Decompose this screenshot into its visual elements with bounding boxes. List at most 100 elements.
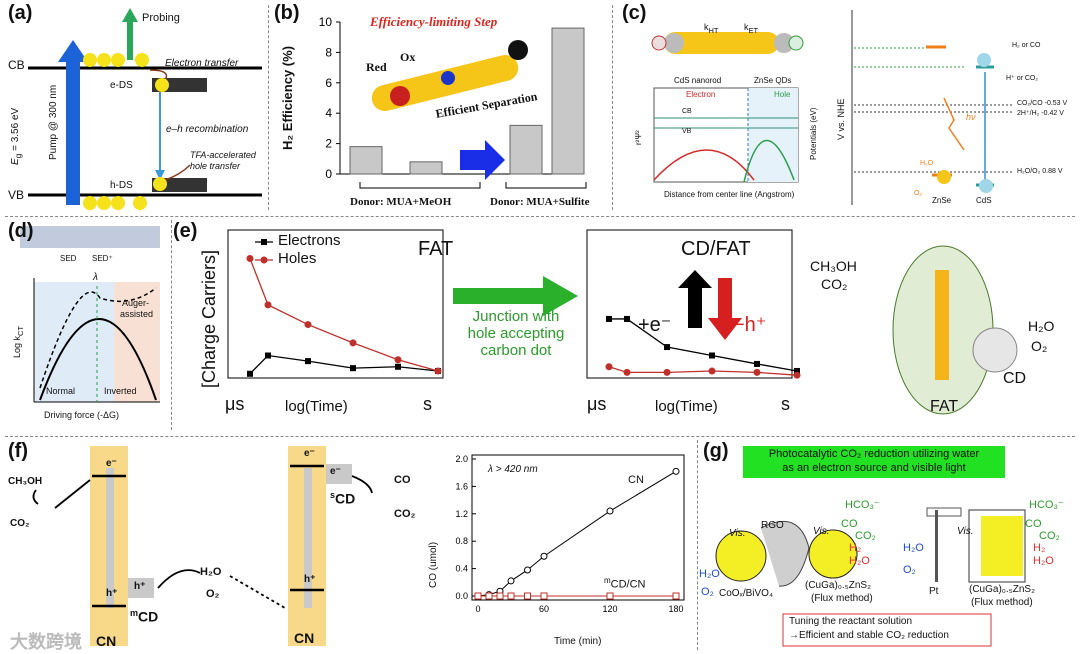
f-ytick-label: 0.8 xyxy=(455,536,468,546)
e-right-hole-point xyxy=(663,368,671,376)
donor2-label: Donor: MUA+Sulfite xyxy=(490,196,590,208)
e-left-electron-point xyxy=(247,370,253,377)
panel-d-label: (d) xyxy=(8,220,34,242)
mcdcn-series-label: mCD/CN xyxy=(604,576,646,591)
f-xlabel: Time (min) xyxy=(554,636,602,647)
probing-arrow-shaft xyxy=(127,20,133,60)
probing-arrow-head xyxy=(122,8,138,22)
hole-transfer-arrow xyxy=(164,164,191,181)
scd-label: sCD xyxy=(330,490,356,507)
f-series-1-line xyxy=(477,470,677,597)
kht-label: kHT xyxy=(704,22,719,35)
e-right-electron-point xyxy=(754,360,760,367)
panel-b-label: (b) xyxy=(274,2,300,24)
probing-label: Probing xyxy=(142,12,180,24)
f-mcdcn-point xyxy=(672,592,680,600)
vb-label: VB xyxy=(8,188,25,202)
h2o-g-label-2: H₂O xyxy=(1033,555,1054,567)
hco3-label-1: HCO₃⁻ xyxy=(845,499,880,511)
electron-dots xyxy=(83,53,169,92)
mus-left: μs xyxy=(225,394,245,414)
e-left-electron-point xyxy=(305,358,311,365)
panel-g-diagram xyxy=(715,446,1026,647)
b-ytick-label: 4 xyxy=(325,106,332,120)
pump-label: Pump @ 300 nm xyxy=(48,84,59,160)
inverted-label: Inverted xyxy=(104,386,137,396)
e-left-hole-point xyxy=(349,339,357,347)
mus-right: μs xyxy=(587,394,607,414)
tfa-label-2: hole transfer xyxy=(190,161,241,171)
eg-label: Eg = 3.56 eV xyxy=(10,107,23,165)
cn-series-label: CN xyxy=(628,474,644,486)
e-left-electron-point xyxy=(265,352,271,359)
b-ytick-label: 2 xyxy=(325,137,332,151)
panel-d-diagram xyxy=(20,226,160,403)
cd-particle xyxy=(972,327,1018,373)
minus-h-arrow xyxy=(708,278,742,340)
hco3-label-2: HCO₃⁻ xyxy=(1029,499,1064,511)
fat-excitation-bar xyxy=(935,270,949,380)
cuga-label-1: (CuGa)₀.₅ZnS₂ xyxy=(805,580,871,591)
eds-label: e-DS xyxy=(110,80,133,91)
sedp-label: SED⁺ xyxy=(92,254,113,263)
e-left-electron-point xyxy=(350,365,356,372)
rgo-sheet xyxy=(760,520,810,587)
znse-label: ZnSe xyxy=(932,196,952,205)
e-right-hole-point xyxy=(753,368,761,376)
co2-g-label-2: CO₂ xyxy=(1039,530,1060,542)
ch3oh-f-label: CH₃OH xyxy=(8,476,43,487)
co-g-label-2: CO xyxy=(1025,518,1042,530)
b-bracket-2 xyxy=(505,182,587,189)
hole-curve xyxy=(743,139,795,183)
b-ytick-label: 0 xyxy=(325,167,332,181)
co2-f-label-2: CO₂ xyxy=(394,508,416,520)
normal-label: Normal xyxy=(46,386,76,396)
panel-e-charts xyxy=(227,229,1018,415)
panel-f-label: (f) xyxy=(8,440,28,462)
fat-title: FAT xyxy=(418,238,454,260)
e-right-hole-point xyxy=(708,367,716,375)
limiting-step-label: Efficiency-limiting Step xyxy=(370,14,498,29)
e-left-hole-point xyxy=(304,321,312,329)
f-ytick-label: 0.4 xyxy=(455,564,468,574)
b-transition-arrow xyxy=(460,140,505,180)
electrode-box xyxy=(968,509,1026,583)
panel-a: (a) CB VB Probing Electron transfer e-DS… xyxy=(0,0,268,215)
cn-e-left: e⁻ xyxy=(106,458,117,469)
g-banner xyxy=(743,446,1005,478)
co2-e-label: CO₂ xyxy=(821,276,848,292)
b-bar-1 xyxy=(349,146,383,175)
h2-or-co-label: H₂ or CO xyxy=(1012,42,1041,49)
hole-sphere xyxy=(651,35,667,51)
f-ytick-label: 0.0 xyxy=(455,591,468,601)
f-mcdcn-point xyxy=(507,592,515,600)
f-mcdcn-point xyxy=(474,592,482,600)
e-right-hole-point xyxy=(605,363,613,371)
f-mcdcn-point xyxy=(540,592,548,600)
sed-label: SED xyxy=(60,254,77,263)
b-electron-sphere xyxy=(441,71,455,85)
f-mcdcn-point xyxy=(606,592,614,600)
vis-label-1: Vis. xyxy=(729,528,746,539)
vis-label-3: Vis. xyxy=(957,526,974,537)
e-left-electrons-line xyxy=(249,354,439,375)
f-xtick-label: 180 xyxy=(668,604,683,614)
b-bracket-1 xyxy=(359,182,481,189)
e-right-electron-point xyxy=(664,344,670,351)
tuning-line-2: →Efficient and stable CO₂ reduction xyxy=(789,630,949,641)
e-right-holes-line xyxy=(608,366,798,376)
flux-label-2: (Flux method) xyxy=(971,597,1033,608)
hole-dots xyxy=(83,177,167,210)
e-left-holes-line xyxy=(249,258,439,372)
e-left-hole-point xyxy=(434,367,442,375)
cuga-particle-1 xyxy=(808,529,858,579)
electron-curve xyxy=(653,149,755,181)
h2o-g-blue-2: H₂O xyxy=(903,542,924,554)
vis-label-2: Vis. xyxy=(813,526,830,537)
electron-sphere xyxy=(788,35,804,51)
auger-curve xyxy=(39,287,157,389)
e-xlabel-right: log(Time) xyxy=(655,398,718,415)
cn-right-label: CN xyxy=(294,630,315,646)
sheet-illustration xyxy=(20,226,160,248)
